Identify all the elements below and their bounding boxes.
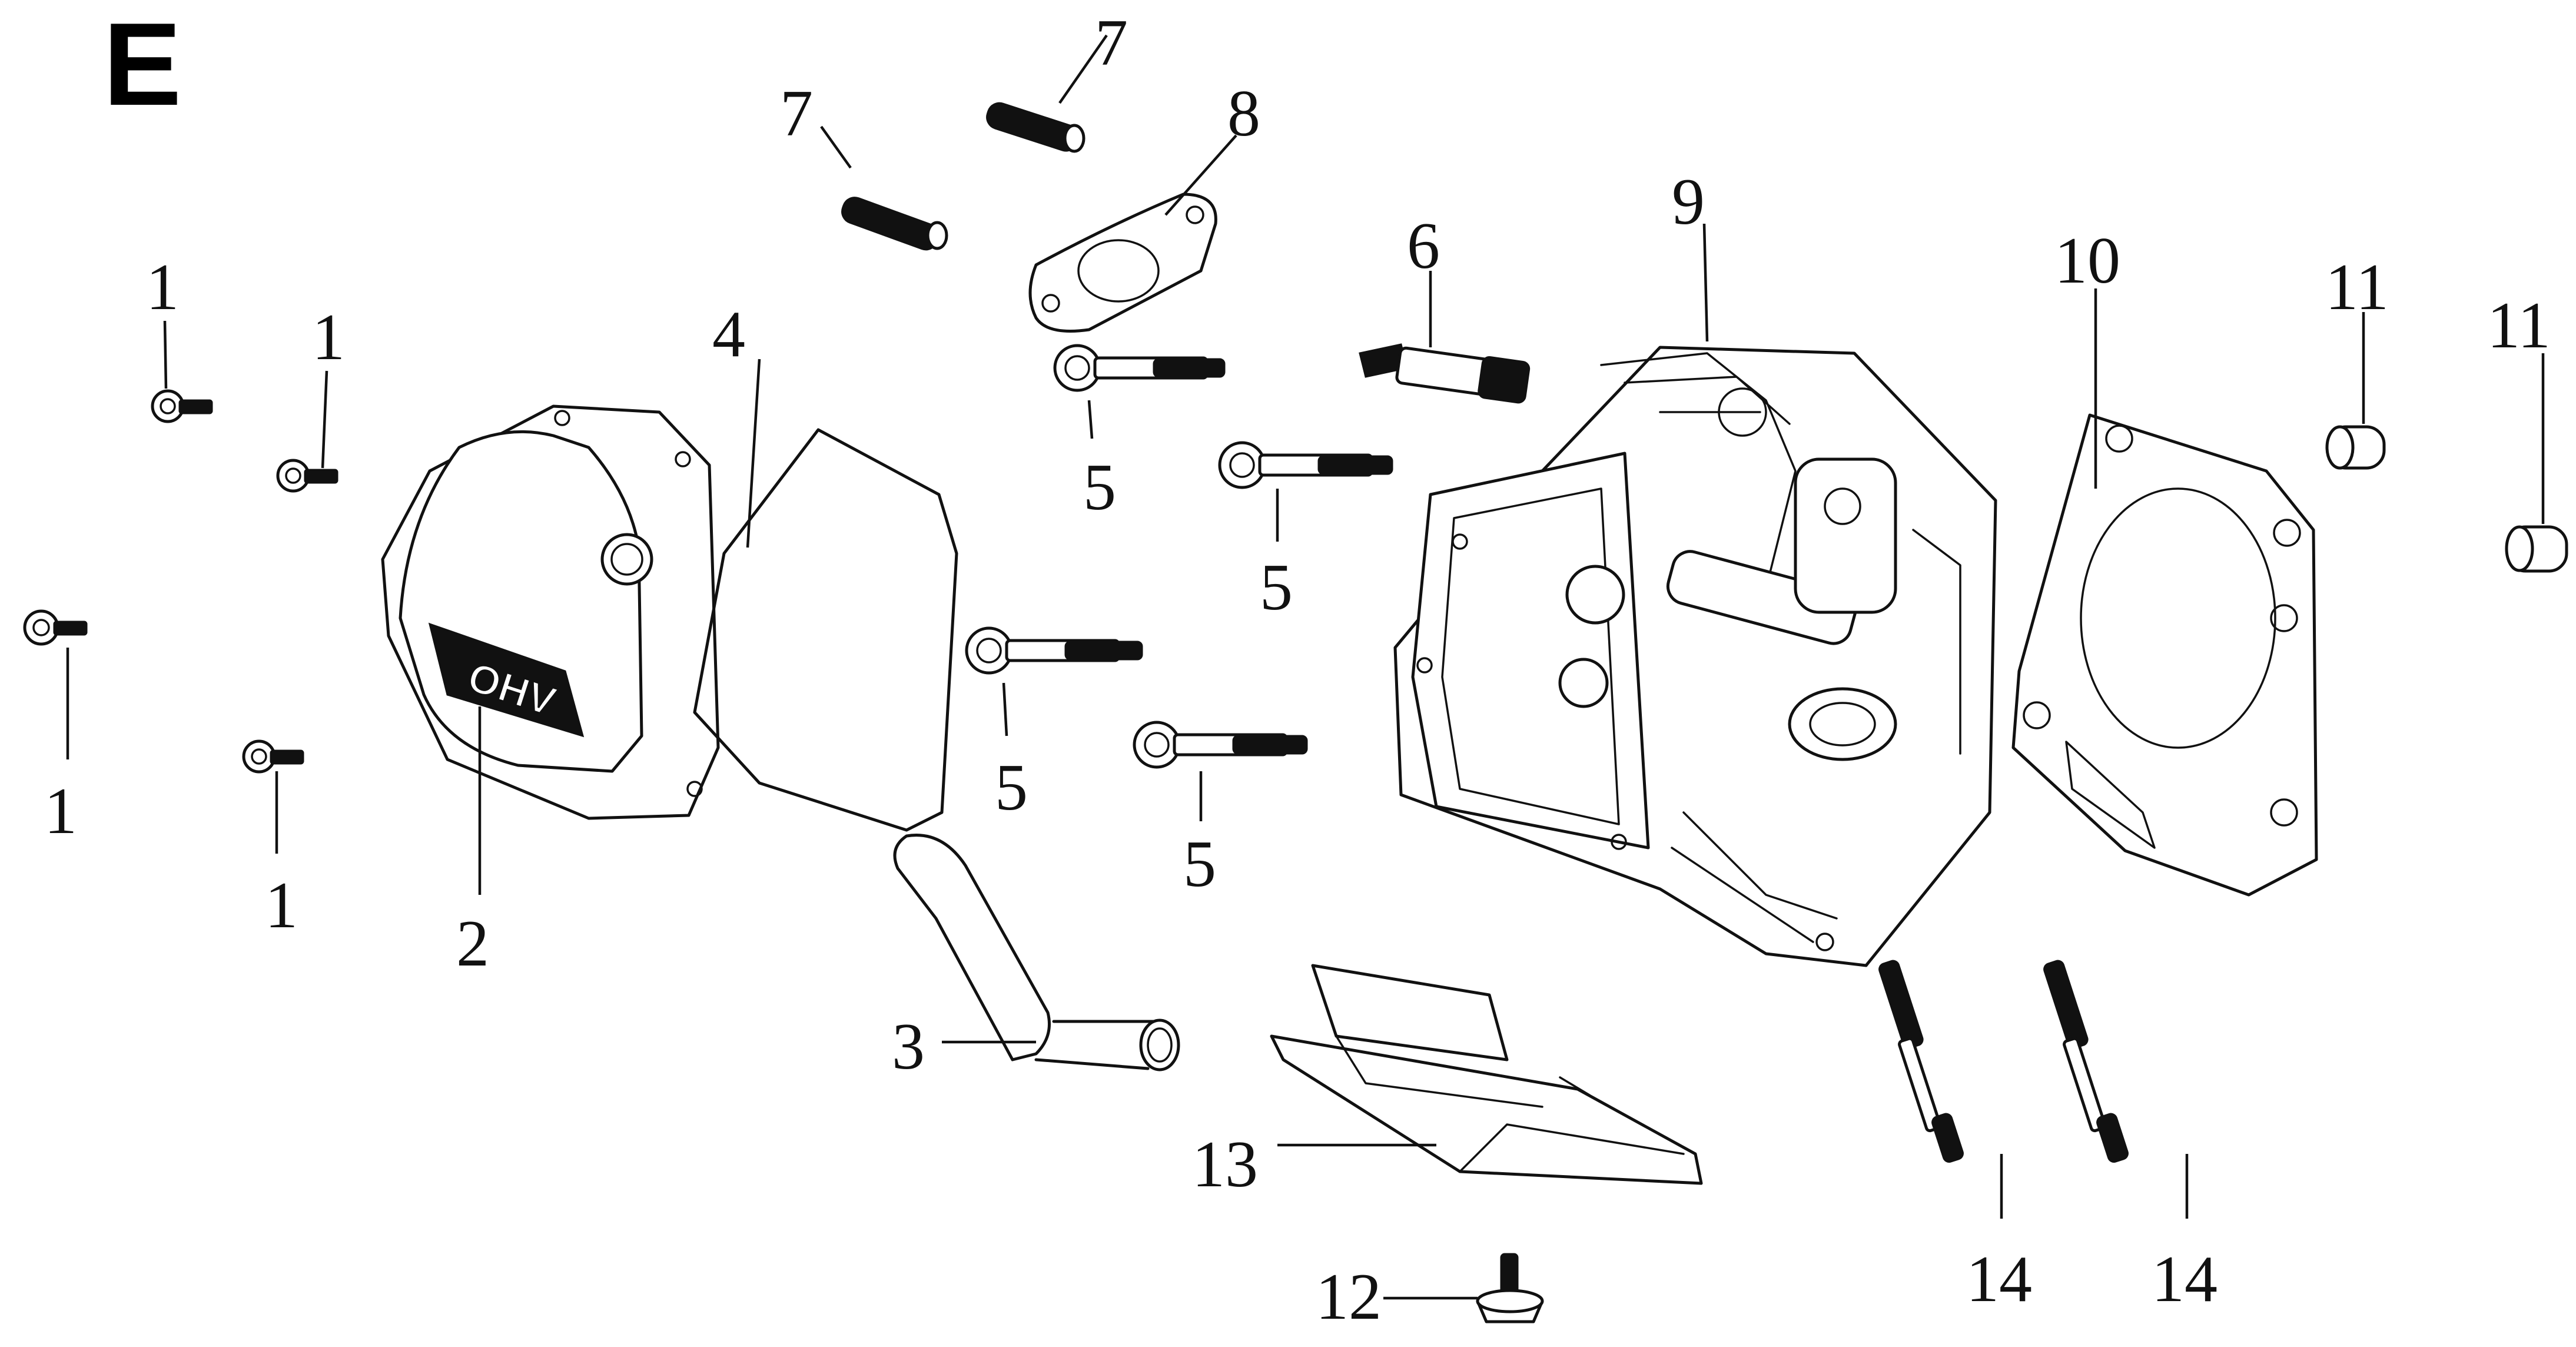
callout-8: 8 <box>1227 77 1260 150</box>
callout-7-a: 7 <box>780 77 813 150</box>
callout-labels: 1 1 1 1 2 3 4 5 5 5 5 6 7 7 8 9 10 11 11… <box>44 6 2551 1333</box>
part-1-bolt-b <box>276 459 338 493</box>
part-7-stud-a <box>841 197 948 251</box>
part-6-spark-plug <box>1359 343 1531 404</box>
callout-1-c: 1 <box>44 775 77 848</box>
callout-7-b: 7 <box>1095 6 1128 79</box>
part-1-bolt-d <box>242 739 304 774</box>
part-9-cylinder-head <box>1393 346 1997 967</box>
part-4-cover-gasket <box>693 428 958 832</box>
callout-11-a: 11 <box>2325 251 2389 324</box>
callout-9: 9 <box>1672 165 1705 238</box>
part-10-head-gasket <box>2011 413 2318 897</box>
callout-5-a: 5 <box>1083 451 1116 524</box>
callout-5-c: 5 <box>995 751 1028 824</box>
part-1-bolt-a <box>151 389 213 423</box>
part-5-head-bolt-b <box>1218 441 1393 489</box>
part-13-air-guide <box>1270 964 1703 1185</box>
part-7-stud-b <box>986 102 1085 153</box>
callout-10: 10 <box>2054 224 2120 297</box>
callout-2: 2 <box>456 907 489 980</box>
callout-11-b: 11 <box>2487 289 2551 362</box>
callout-1-d: 1 <box>265 869 298 942</box>
callout-1-b: 1 <box>312 301 345 374</box>
part-3-breather-tube <box>893 834 1180 1071</box>
part-11-dowel-b <box>2505 525 2568 573</box>
callout-1-a: 1 <box>146 251 179 324</box>
part-5-head-bolt-d <box>1133 721 1308 769</box>
callout-14-a: 14 <box>1966 1243 2032 1316</box>
callout-4: 4 <box>712 298 745 371</box>
part-14-stud-b <box>2043 960 2129 1163</box>
part-12-bolt <box>1476 1253 1544 1323</box>
callout-6: 6 <box>1407 210 1440 283</box>
callout-5-b: 5 <box>1260 551 1293 624</box>
section-title: E <box>103 0 181 130</box>
part-1-bolt-c <box>23 609 88 646</box>
part-5-head-bolt-c <box>965 626 1143 675</box>
part-8-exhaust-gasket <box>1028 193 1217 333</box>
callout-12: 12 <box>1316 1260 1382 1333</box>
callout-13: 13 <box>1192 1128 1258 1201</box>
part-5-head-bolt-a <box>1053 344 1226 392</box>
part-11-dowel-a <box>2325 425 2386 470</box>
part-14-stud-a <box>1878 960 1964 1163</box>
callout-14-b: 14 <box>2152 1243 2218 1316</box>
leader-lines <box>66 34 2545 1300</box>
callout-3: 3 <box>892 1010 925 1083</box>
part-2-valve-cover: OHV <box>381 404 720 820</box>
callout-5-d: 5 <box>1183 828 1216 901</box>
